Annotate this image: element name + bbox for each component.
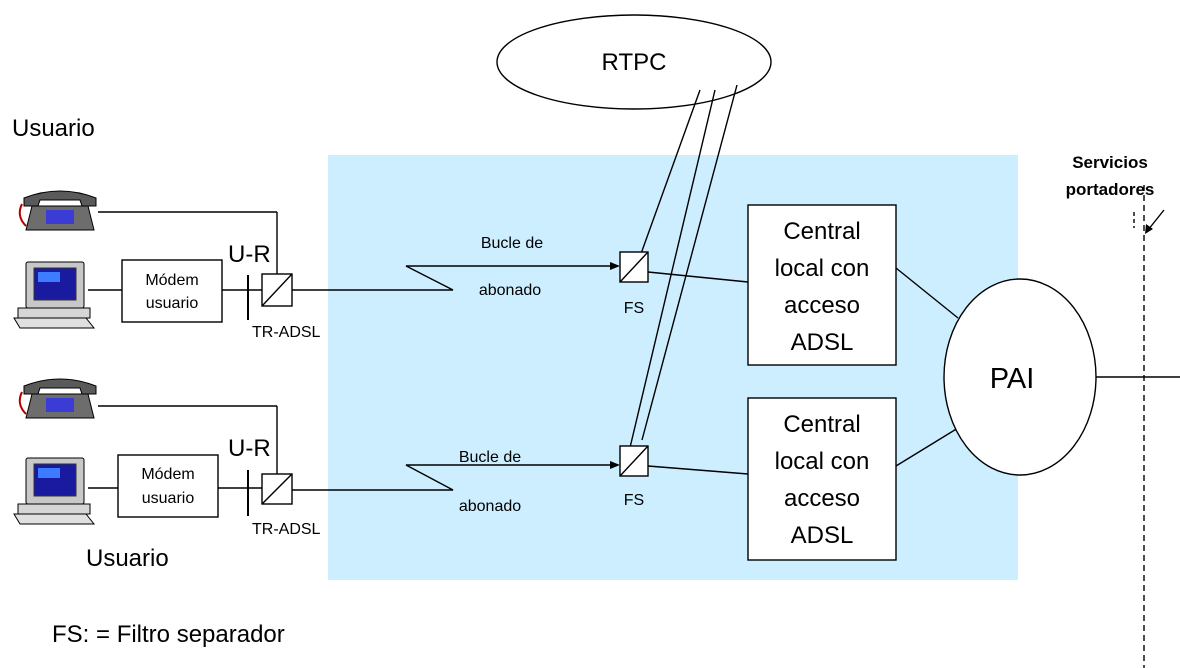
rtpc-ellipse [496, 14, 772, 110]
tr-adsl-label-bottom: TR-ADSL [252, 521, 321, 538]
filter-splitter-icon [261, 473, 293, 505]
user-top-label: Usuario [12, 115, 95, 142]
bearer-pointer-line [1147, 209, 1165, 231]
rtpc-label: RTPC [602, 49, 667, 76]
filter-splitter-icon [619, 445, 649, 477]
central-label-bottom-3: acceso [784, 485, 860, 512]
central-label-top-1: Central [783, 218, 860, 245]
fs-to-central-bottom [647, 465, 749, 475]
loop-arrowhead-top [610, 262, 620, 270]
fs-label-top: FS [624, 300, 644, 317]
modem-box-bottom [117, 454, 219, 518]
central-top-to-pai [895, 267, 959, 319]
rtpc-link-top-b [627, 89, 716, 457]
central-bottom-to-pai [895, 427, 959, 467]
legend-text: FS: = Filtro separador [52, 621, 285, 648]
computer-icon [13, 261, 96, 329]
central-label-top-3: acceso [784, 292, 860, 319]
user-bottom-label: Usuario [86, 545, 169, 572]
central-label-top-2: local con [775, 255, 870, 282]
bearer-pointer-arrowhead [1145, 224, 1153, 234]
modem-label-top-2: usuario [146, 295, 199, 312]
fs-label-bottom: FS [624, 492, 644, 509]
modem-box-top [121, 259, 223, 323]
loop-label-top-2: abonado [479, 282, 541, 299]
bearer-services-label-2: portadores [1066, 180, 1155, 199]
filter-splitter-icon [261, 273, 293, 307]
filter-splitter-icon [619, 251, 649, 283]
central-box-bottom [747, 397, 897, 561]
ur-label-top: U-R [228, 241, 271, 268]
loop-arrowhead-bottom [610, 461, 620, 469]
modem-label-bottom-2: usuario [142, 490, 195, 507]
rtpc-link-bottom [641, 84, 738, 441]
loop-label-bottom-1: Bucle de [459, 449, 521, 466]
pai-label: PAI [990, 363, 1035, 395]
modem-label-bottom-1: Módem [141, 466, 194, 483]
computer-icon [13, 457, 96, 525]
telephone-icon [18, 378, 97, 419]
bearer-services-label-1: Servicios [1072, 153, 1148, 172]
loop-label-top-1: Bucle de [481, 235, 543, 252]
central-label-bottom-2: local con [775, 448, 870, 475]
fs-to-central-top [647, 271, 749, 283]
modem-label-top-1: Módem [145, 272, 198, 289]
central-label-bottom-4: ADSL [791, 522, 854, 549]
central-label-bottom-1: Central [783, 411, 860, 438]
loop-label-bottom-2: abonado [459, 498, 521, 515]
central-label-top-4: ADSL [791, 329, 854, 356]
telephone-icon [18, 190, 97, 231]
tr-adsl-label-top: TR-ADSL [252, 324, 321, 341]
ur-label-bottom: U-R [228, 435, 271, 462]
subscriber-loop-top [292, 265, 612, 291]
rtpc-link-top-a [637, 89, 701, 263]
operator-zone [328, 155, 1018, 580]
central-box-top [747, 204, 897, 366]
subscriber-loop-bottom [292, 464, 612, 491]
